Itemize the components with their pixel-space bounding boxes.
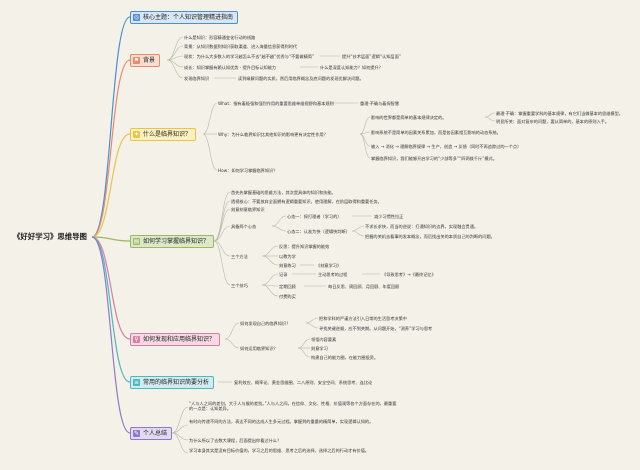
- node-f2a[interactable]: 领悟内容要素: [311, 337, 337, 342]
- branch-common[interactable]: ≡ 常用的临界知识简要分析: [130, 376, 215, 389]
- branch-label: 常用的临界知识简要分析: [143, 379, 210, 386]
- node-l5c1[interactable]: 《刻意学习》: [316, 263, 342, 268]
- node-l6c[interactable]: 付费购买: [279, 294, 296, 299]
- lightbulb-icon: ✦: [133, 131, 140, 138]
- branch-label: 什么是临界知识？: [143, 131, 192, 138]
- branch-find[interactable]: ⚲ 如何发现和应用临界知识？: [130, 333, 221, 346]
- node-l1[interactable]: 首先先掌握基础的思维方法，其次是具体的知识和技能。: [231, 190, 336, 195]
- node-l5c[interactable]: 刻意练习: [279, 263, 296, 268]
- node-l2[interactable]: 透视核心：不要放弃全面拥有逻辑重要知识，使用理解，在阶层取得和重要任务。: [231, 199, 382, 204]
- branch-what[interactable]: ✦ 什么是临界知识？: [130, 128, 197, 141]
- node-l6b1[interactable]: 每日反思、周回顾、月回顾、年度回顾: [328, 284, 400, 289]
- node-f1[interactable]: 如何发现自己的临界知识？: [240, 321, 291, 326]
- node-s3[interactable]: 学习本身其实是没有目标价值的，学习之后的思维、思考之后的选择，选择之后的行动才有…: [189, 448, 370, 453]
- node-s1[interactable]: “人与人之间的差别，大于人与猴的差别。”人与人之间，在信仰、文化、性格、价值观等…: [189, 401, 397, 411]
- node-l5a[interactable]: 反思：提升知识掌握的能效: [279, 244, 330, 249]
- node-f2b[interactable]: 刻意学习: [311, 346, 328, 351]
- node-l4b2[interactable]: 把握的关机去看事的发本概念，而后找出关的本质自己的判断的问题。: [365, 234, 495, 239]
- node-bg5b[interactable]: 读到缘解问题的实质，然后用临界概念及底问题的发现优解决问题。: [238, 76, 364, 81]
- node-f1b[interactable]: 寻找关键逆顺，应不到关期。从问题开始，“测养”学习与思考: [319, 326, 433, 331]
- search-icon: ⚲: [133, 336, 140, 343]
- node-l4a1[interactable]: 减少习惯性拉正: [374, 214, 404, 219]
- node-w2b[interactable]: 影响系统不是简单的因素关系累加，而是各因素相互影响的动态系统。: [371, 130, 501, 135]
- link-learn: [91, 236, 131, 242]
- node-f1a[interactable]: 把和学科的严谨方法引入日常的生活思考决策中: [319, 316, 407, 321]
- node-l4[interactable]: 具备两个心态: [231, 224, 257, 229]
- link-common: [91, 236, 131, 383]
- node-l4b[interactable]: 心态二：认准为快（逻辑快判断）: [287, 229, 350, 234]
- node-bg3[interactable]: 现状：为什么大多数人的学习越怎么不去“越不越”优秀与“不要做精简”: [184, 54, 315, 59]
- branch-background[interactable]: ⚑ 背景: [130, 54, 161, 67]
- node-bg4b[interactable]: 什么是深度认知能力？如何提升？: [320, 65, 383, 70]
- node-w2c[interactable]: 输入 → 消化 → 理解临界规律 → 生产，创造 → 反馈（同时不再追踪过的一个…: [371, 144, 522, 149]
- link-what: [91, 133, 131, 238]
- node-w2d[interactable]: 掌握临界知识，我们能够开启学习的“少部等多”“四两拨千斤”模式。: [371, 156, 497, 161]
- branch-core[interactable]: ◎ 核心主题：个人知识管理精进指南: [130, 11, 239, 24]
- target-icon: ◎: [133, 14, 140, 21]
- link-find: [91, 236, 131, 340]
- node-bg5[interactable]: 发现临界知识: [184, 76, 210, 81]
- node-l6a1[interactable]: 主动思考的过程: [318, 272, 348, 277]
- node-bg1[interactable]: 什么是知识：形容精通变化行动的线路: [184, 35, 256, 40]
- node-bg2[interactable]: 背景：从知识数据到知识获取渠道、进入海量信息获得到时代: [184, 44, 298, 49]
- branch-label: 如何发现和应用临界知识？: [143, 336, 216, 343]
- node-l5[interactable]: 三个方法: [231, 254, 248, 259]
- link-core: [91, 16, 131, 238]
- link-summary: [91, 236, 131, 434]
- root-topic[interactable]: 《好好学习》思维导图: [13, 232, 87, 241]
- node-bg3b[interactable]: 提升“技术层面”逻辑“认知层面”: [342, 54, 401, 59]
- node-l6a2[interactable]: 《导致思考》→《最终记忆》: [382, 272, 436, 277]
- node-w2a[interactable]: 影响的世界都是简单的基本规律决定的。: [371, 115, 447, 120]
- node-w2a1[interactable]: 最理·不确：掌握重要学科的基本规律，有它们当做基本的思维模型。: [496, 111, 623, 116]
- branch-label: 如何学习掌握临界知识？: [143, 238, 210, 245]
- node-c1[interactable]: 复利效应、概率论、黄金思维圈、二八原则、安全空间、系统思考、连比论: [234, 380, 373, 385]
- node-f2[interactable]: 如何运用临界知识？: [240, 346, 278, 351]
- node-w1b[interactable]: 重理·不确与着探智慧: [360, 101, 400, 106]
- pen-icon: ✎: [133, 430, 140, 437]
- node-l6b[interactable]: 定期回顾: [279, 284, 296, 289]
- branch-label: 核心主题：个人知识管理精进指南: [143, 14, 234, 21]
- node-l6[interactable]: 三个技巧: [231, 283, 248, 288]
- node-l4a[interactable]: 心态一：探打理者（学习的）: [287, 214, 342, 219]
- node-f2c[interactable]: 构建自己的能力圈，在能力圈投资。: [311, 355, 379, 360]
- node-w2a2[interactable]: 明显所关：面对复杂的问题，要从简单的，基本的原则入手。: [496, 119, 610, 124]
- node-s2[interactable]: 为什么所以了去数大课程，后面提出你看过什么？: [189, 438, 282, 443]
- node-w1[interactable]: What：指有着极强和强烈作用的重要思维单维视野和基本规则: [218, 101, 334, 106]
- node-w2[interactable]: Why：为什么临界知识比其他知识的影响更有决定性作用？: [218, 132, 328, 137]
- node-bg4[interactable]: 成长：知识掌握有赖认知优势 - 提升目标认知能力: [184, 65, 277, 70]
- branch-label: 背景: [143, 57, 156, 64]
- node-s1b[interactable]: 有时向传递不同的方法，表达不同的达成人生多元过程。掌握到的重量的精简单，实现逻辑…: [189, 419, 374, 424]
- list-icon: ≡: [133, 379, 140, 386]
- flag-icon: ⚑: [133, 57, 140, 64]
- node-l6a[interactable]: 记录: [279, 272, 288, 277]
- branch-label: 个人总结: [143, 430, 168, 437]
- branch-summary[interactable]: ✎ 个人总结: [130, 427, 173, 440]
- branch-learn[interactable]: ▤ 如何学习掌握临界知识？: [130, 235, 215, 248]
- node-l3[interactable]: 刻意刻意临界知识: [231, 207, 265, 212]
- node-w3[interactable]: How：如何学习掌握临界知识？: [218, 168, 278, 173]
- book-icon: ▤: [133, 238, 140, 245]
- node-l5b[interactable]: 以教为学: [279, 254, 296, 259]
- link-background: [91, 59, 131, 238]
- node-l4b1[interactable]: 不求长求快，而当的逆说：打通知识的边界，实现融会贯通。: [365, 224, 479, 229]
